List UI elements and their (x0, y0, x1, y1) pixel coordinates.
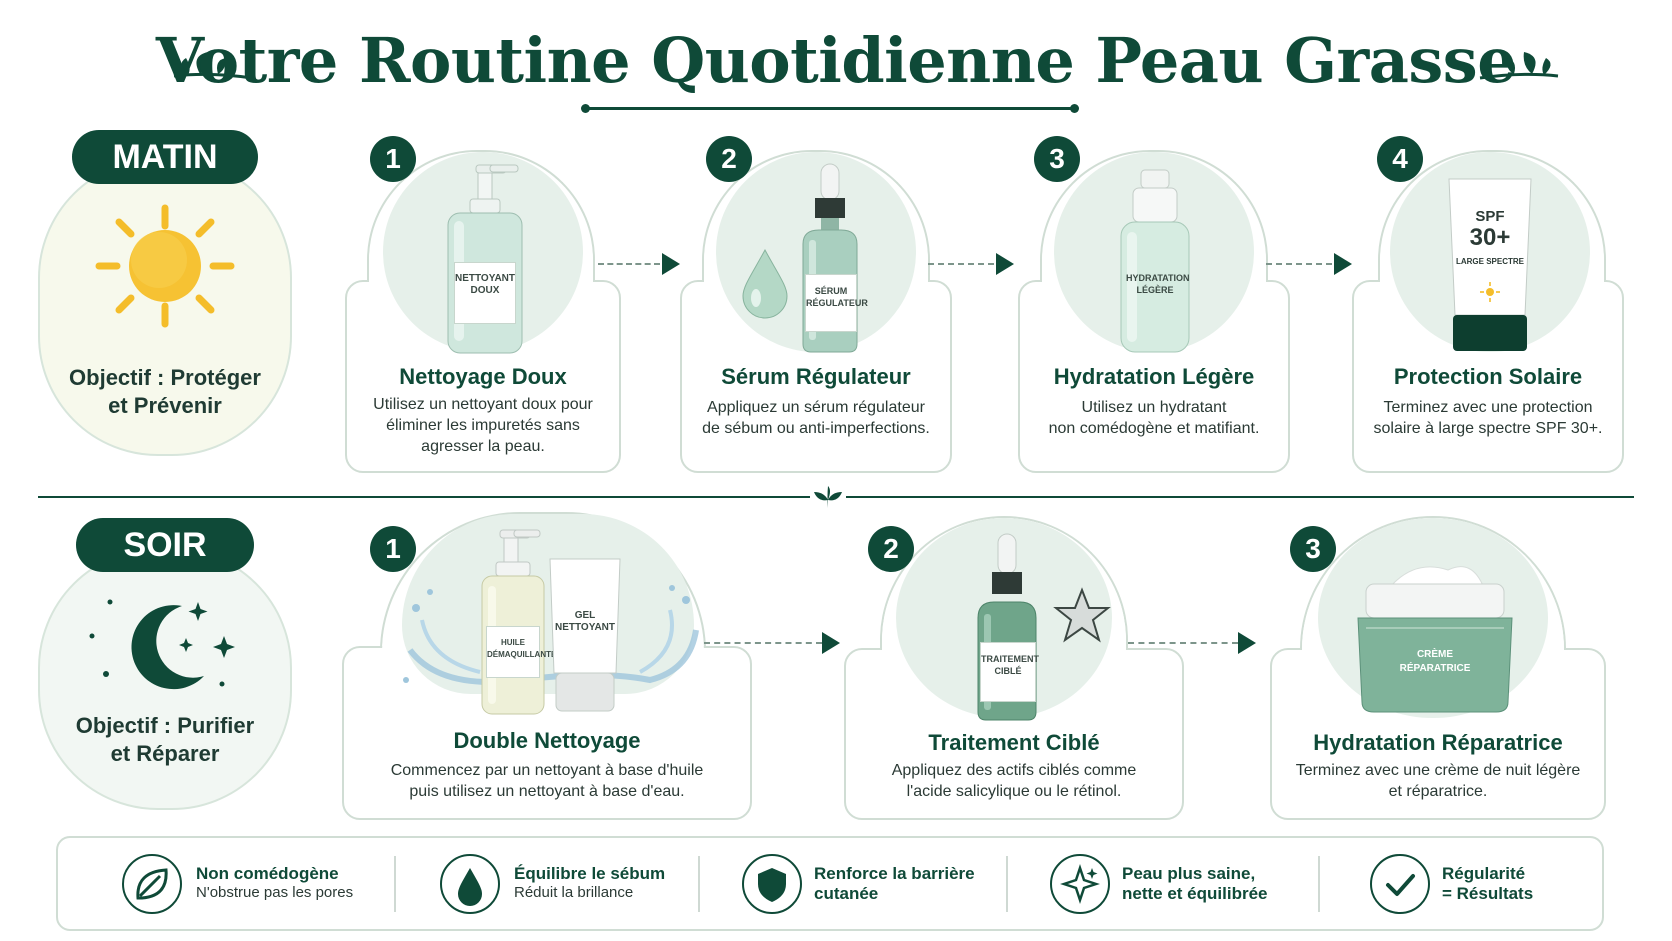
feature-separator (394, 856, 396, 912)
cream-jar-icon (1357, 566, 1513, 713)
sunscreen-tube-icon (1448, 178, 1532, 351)
moisturizer-label: HYDRATATION LÉGÈRE (1126, 273, 1190, 295)
morning-step-1-number: 1 (370, 136, 416, 182)
feature-separator (698, 856, 700, 912)
morning-objective: Objectif : Protéger et Prévenir (48, 364, 282, 420)
morning-step-3-title: Hydratation Légère (1053, 364, 1255, 389)
oil-cleanser-bottle-icon (481, 529, 545, 715)
oil-cleanser-label: HUILE DÉMAQUILLANTE (486, 626, 556, 678)
evening-step-1-number: 1 (370, 526, 416, 572)
arrow-evening-2-3 (1128, 642, 1238, 644)
leaf-ornament-left-icon (173, 52, 253, 80)
shield-icon (742, 854, 802, 914)
evening-step-2-number: 2 (868, 526, 914, 572)
feature-barriere: Renforce la barrière cutanée (814, 864, 975, 903)
evening-objective-line2: et Réparer (110, 741, 220, 766)
drop-icon (440, 854, 500, 914)
serum-label: SÉRUM RÉGULATEUR (805, 274, 868, 332)
moisturizer-bottle-icon (1120, 169, 1190, 353)
arrow-morning-2-3 (928, 263, 994, 265)
feature-non-comedogene: Non comédogène N'obstrue pas les pores (196, 864, 354, 901)
sprout-icon (814, 486, 842, 508)
cleanser-pump-bottle-icon (447, 164, 523, 354)
evening-step-1-title: Double Nettoyage (453, 728, 641, 753)
feature-separator (1006, 856, 1008, 912)
sun-icon (95, 204, 235, 328)
evening-step-1-desc: Commencez par un nettoyant à base d'huil… (390, 762, 704, 800)
gel-cleanser-label: GEL NETTOYANT (554, 610, 615, 633)
arrow-head-icon (996, 253, 1014, 275)
treatment-label: TRAITEMENT CIBLÉ (980, 642, 1039, 702)
evening-objective: Objectif : Purifier et Réparer (48, 712, 282, 768)
arrow-morning-3-4 (1266, 263, 1332, 265)
morning-objective-line2: et Prévenir (108, 393, 222, 418)
arrow-head-icon (822, 632, 840, 654)
features-bar (56, 836, 1604, 931)
feature-equilibre-sebum: Équilibre le sébum Réduit la brillance (514, 864, 666, 901)
moon-icon (89, 599, 235, 690)
sparkle-icon (1050, 854, 1110, 914)
morning-step-3-desc: Utilisez un hydratant non comédogène et … (1048, 399, 1260, 437)
evening-step-1-product-bg (402, 514, 694, 694)
morning-step-4-desc: Terminez avec une protection solaire à l… (1373, 399, 1603, 437)
morning-step-3-number: 3 (1034, 136, 1080, 182)
arrow-head-icon (1334, 253, 1352, 275)
feature-peau-saine: Peau plus saine, nette et équilibrée (1122, 864, 1268, 903)
evening-step-3-title: Hydratation Réparatrice (1313, 730, 1563, 755)
cream-jar-label: CRÈME RÉPARATRICE (1399, 649, 1471, 674)
morning-step-2-desc: Appliquez un sérum régulateur de sébum o… (702, 399, 930, 437)
evening-badge: SOIR (76, 518, 254, 572)
page-title: Votre Routine Quotidienne Peau Grasse (155, 24, 1517, 97)
arrow-evening-1-2 (704, 642, 822, 644)
morning-badge: MATIN (72, 130, 258, 184)
check-icon (1370, 854, 1430, 914)
sunscreen-label: SPF 30+ LARGE SPECTRE (1455, 208, 1524, 266)
evening-step-2-title: Traitement Ciblé (928, 730, 1100, 755)
gel-cleanser-tube-icon (549, 558, 621, 712)
cleanser-label: NETTOYANT DOUX (454, 262, 516, 324)
morning-step-4-number: 4 (1377, 136, 1423, 182)
leaf-icon (122, 854, 182, 914)
arrow-morning-1-2 (598, 263, 660, 265)
morning-step-1-desc: Utilisez un nettoyant doux pour éliminer… (373, 396, 593, 455)
feature-regularite: Régularité = Résultats (1442, 864, 1534, 903)
evening-objective-line1: Objectif : Purifier (75, 713, 255, 738)
morning-step-2-number: 2 (706, 136, 752, 182)
feature-separator (1318, 856, 1320, 912)
morning-objective-line1: Objectif : Protéger (69, 365, 261, 390)
morning-step-1-title: Nettoyage Doux (399, 364, 567, 389)
arrow-head-icon (662, 253, 680, 275)
water-drop-icon (742, 248, 788, 319)
evening-step-2-desc: Appliquez des actifs ciblés comme l'acid… (891, 762, 1137, 800)
morning-step-2-title: Sérum Régulateur (721, 364, 911, 389)
title-underline (581, 104, 1079, 113)
evening-step-3-number: 3 (1290, 526, 1336, 572)
morning-step-4-title: Protection Solaire (1393, 364, 1583, 389)
leaf-ornament-right-icon (1479, 52, 1559, 80)
arrow-head-icon (1238, 632, 1256, 654)
sunscreen-sun-icon (1480, 282, 1500, 302)
star-icon (1053, 587, 1111, 643)
evening-step-3-desc: Terminez avec une crème de nuit légère e… (1295, 762, 1581, 800)
